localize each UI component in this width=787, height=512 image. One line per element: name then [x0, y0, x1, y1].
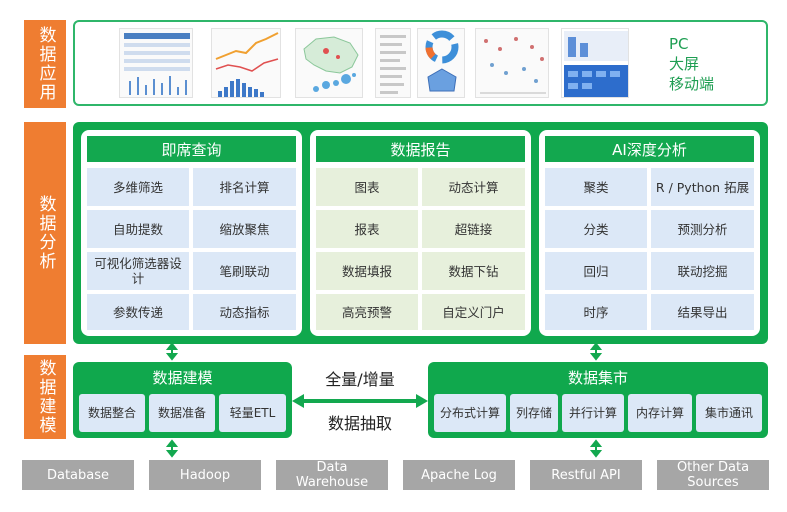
mart-item: 分布式计算	[434, 394, 506, 432]
mart-item: 集市通讯	[696, 394, 762, 432]
modeling-item: 数据整合	[79, 394, 145, 432]
extraction-bottom-label: 数据抽取	[327, 414, 392, 433]
panel-item: 预测分析	[651, 210, 754, 248]
layer-label-app: 数据应用	[24, 20, 66, 108]
panel-item: 聚类	[545, 168, 647, 206]
panel-item: 报表	[316, 210, 418, 248]
panel-item: 时序	[545, 294, 647, 330]
source-data-warehouse: Data Warehouse	[276, 460, 388, 490]
panel-item: R / Python 拓展	[651, 168, 754, 206]
app-target-pc: PC	[669, 35, 689, 53]
panel-item: 数据填报	[316, 252, 418, 290]
panel-title: 数据报告	[316, 136, 525, 162]
dashboard-thumbnail	[561, 28, 629, 98]
line-bar-thumbnail	[211, 28, 281, 98]
panel-item: 超链接	[422, 210, 525, 248]
modeling-title: 数据建模	[152, 368, 213, 387]
panel-item: 笔刷联动	[193, 252, 296, 290]
scatter-thumbnail	[475, 28, 549, 98]
panel-item: 结果导出	[651, 294, 754, 330]
modeling-box: 数据建模 数据整合 数据准备 轻量ETL	[73, 362, 292, 438]
bidirectional-arrow	[292, 394, 428, 408]
layer-label-modeling: 数据建模	[24, 355, 66, 439]
table-thumbnail	[119, 28, 193, 98]
app-targets: PC 大屏 移动端	[669, 34, 729, 94]
source-database: Database	[22, 460, 134, 490]
donut-radar-thumbnail	[417, 28, 465, 98]
data-mart-box: 数据集市 分布式计算 列存储 并行计算 内存计算 集市通讯	[428, 362, 768, 438]
extraction-top-label: 全量/增量	[325, 370, 395, 389]
layer-label-analysis: 数据分析	[24, 122, 66, 344]
mart-title: 数据集市	[567, 368, 628, 387]
app-layer-box: PC 大屏 移动端	[73, 20, 768, 106]
app-target-mobile: 移动端	[669, 75, 715, 93]
source-other: Other Data Sources	[657, 460, 769, 490]
map-thumbnail	[295, 28, 363, 98]
panel-data-report: 数据报告 图表 动态计算 报表 超链接 数据填报 数据下钻 高亮预警 自定义门户	[310, 130, 531, 336]
source-restful-api: Restful API	[530, 460, 642, 490]
mart-item: 内存计算	[628, 394, 692, 432]
panel-title: 即席查询	[87, 136, 296, 162]
panel-item: 联动挖掘	[651, 252, 754, 290]
app-target-bigscreen: 大屏	[669, 55, 700, 73]
panel-item: 图表	[316, 168, 418, 206]
modeling-item: 数据准备	[149, 394, 215, 432]
source-hadoop: Hadoop	[149, 460, 261, 490]
panel-item: 动态计算	[422, 168, 525, 206]
mart-item: 列存储	[510, 394, 558, 432]
panel-item: 动态指标	[193, 294, 296, 330]
source-apache-log: Apache Log	[403, 460, 515, 490]
panel-item: 参数传递	[87, 294, 189, 330]
panel-item: 分类	[545, 210, 647, 248]
panel-item: 可视化筛选器设计	[87, 252, 189, 290]
modeling-item: 轻量ETL	[219, 394, 286, 432]
panel-item: 多维筛选	[87, 168, 189, 206]
panel-item: 缩放聚焦	[193, 210, 296, 248]
mart-item: 并行计算	[562, 394, 624, 432]
panel-ai-analysis: AI深度分析 聚类 R / Python 拓展 分类 预测分析 回归 联动挖掘 …	[539, 130, 760, 336]
panel-title: AI深度分析	[545, 136, 754, 162]
panel-item: 排名计算	[193, 168, 296, 206]
panel-item: 自定义门户	[422, 294, 525, 330]
panel-adhoc-query: 即席查询 多维筛选 排名计算 自助提数 缩放聚焦 可视化筛选器设计 笔刷联动 参…	[81, 130, 302, 336]
panel-item: 自助提数	[87, 210, 189, 248]
panel-item: 回归	[545, 252, 647, 290]
list-thumbnail	[375, 28, 411, 98]
panel-item: 数据下钻	[422, 252, 525, 290]
panel-item: 高亮预警	[316, 294, 418, 330]
